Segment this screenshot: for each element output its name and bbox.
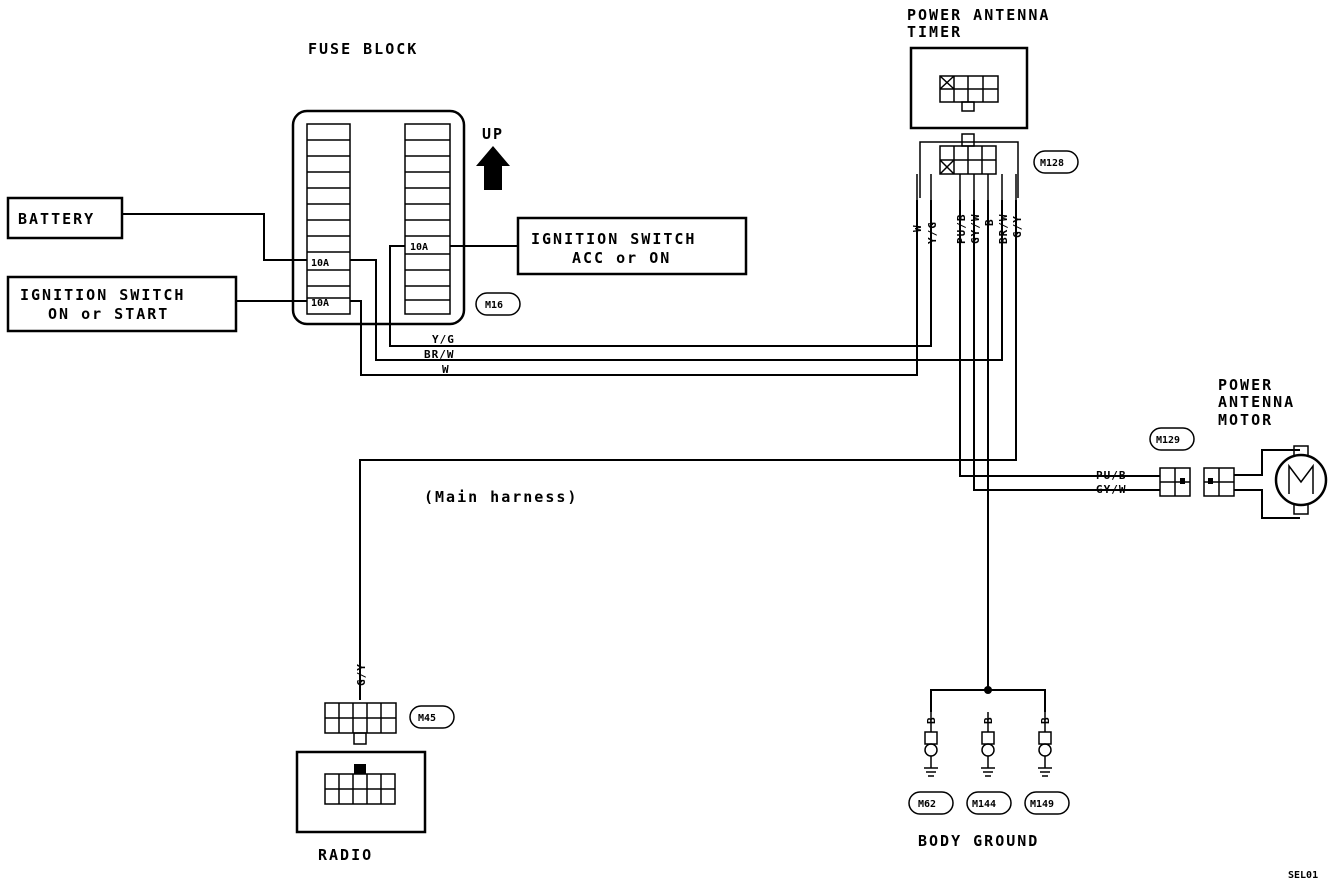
motor-side-connector-icon	[1203, 467, 1235, 497]
motor-wire-label-pu-b: PU/B	[1096, 469, 1127, 482]
ground-wire-label-3: B	[1039, 716, 1052, 724]
battery-label: BATTERY	[18, 210, 95, 228]
fuse-block	[291, 109, 466, 326]
ground-terminal-3	[1038, 712, 1052, 777]
ignition-acc-on-line2: ACC or ON	[572, 249, 671, 267]
ignition-on-start-line2: ON or START	[48, 305, 169, 323]
wire-gy-w	[973, 200, 1160, 491]
fuse-column-right	[404, 123, 451, 315]
ground-bus	[930, 689, 1046, 712]
ground-wire-label-2: B	[982, 716, 995, 724]
m128-connector-icon	[939, 133, 997, 175]
timer-connector-icon	[939, 75, 999, 112]
timer-wire-label-b: B	[983, 218, 996, 226]
connector-m45	[409, 705, 455, 729]
wire-g-y-radio	[359, 200, 1017, 700]
ground-wire-label-1: B	[925, 716, 938, 724]
fuse-left-bottom-rating: 10A	[311, 298, 329, 309]
radio-label: RADIO	[318, 846, 373, 864]
motor-m-symbol	[1288, 463, 1314, 494]
motor-wire-label-gy-w: GY/W	[1096, 483, 1127, 496]
connector-m45-label: M45	[418, 713, 436, 724]
ground-terminal-1	[924, 712, 938, 777]
timer-wire-label-w: W	[911, 224, 924, 232]
reference-code: SEL01	[1288, 870, 1318, 880]
timer-wire-label-gy-w: GY/W	[969, 214, 982, 245]
motor-icon	[1274, 453, 1328, 507]
ignition-on-start-box	[6, 275, 238, 333]
connector-m62	[908, 791, 954, 815]
radio-box	[295, 750, 427, 834]
connector-m144-label: M144	[972, 799, 996, 810]
battery-wire	[122, 213, 307, 261]
wire-w	[350, 200, 918, 376]
fuse-block-title: FUSE BLOCK	[308, 40, 418, 58]
fuse-column-left	[306, 123, 351, 315]
timer-wire-label-y-g: Y/G	[926, 221, 939, 244]
connector-m128-label: M128	[1040, 158, 1064, 169]
connector-m16	[475, 292, 521, 316]
timer-wire-label-g-y: G/Y	[1011, 215, 1024, 238]
m129-connector-icon	[1159, 467, 1191, 497]
timer-title-line2: TIMER	[907, 23, 962, 41]
motor-title-line2: ANTENNA	[1218, 393, 1295, 411]
timer-wire-label-pu-b: PU/B	[955, 214, 968, 245]
up-label: UP	[482, 125, 504, 143]
connector-m149	[1024, 791, 1070, 815]
ignition-on-start-line1: IGNITION SWITCH	[20, 286, 185, 304]
wire-y-g	[389, 200, 932, 347]
wire-label-w: W	[442, 363, 450, 376]
ground-terminal-2	[981, 712, 995, 777]
ignition-acc-on-line1: IGNITION SWITCH	[531, 230, 696, 248]
motor-lead-top	[1234, 449, 1300, 476]
motor-title-line3: MOTOR	[1218, 411, 1273, 429]
connector-m129-label: M129	[1156, 435, 1180, 446]
connector-m149-label: M149	[1030, 799, 1054, 810]
m45-connector-icon	[324, 702, 397, 745]
timer-title-line1: POWER ANTENNA	[907, 6, 1050, 24]
fuse-right-rating: 10A	[410, 242, 428, 253]
motor-lead-bottom	[1234, 489, 1300, 519]
radio-wire-label: G/Y	[355, 663, 368, 686]
main-harness-label: (Main harness)	[424, 488, 578, 506]
wire-label-y-g: Y/G	[432, 333, 455, 346]
battery-box	[6, 196, 124, 240]
connector-m16-label: M16	[485, 300, 503, 311]
radio-connector-icon	[324, 764, 396, 805]
connector-m128	[1033, 150, 1079, 174]
wire-br-w	[350, 200, 1003, 361]
timer-box	[909, 46, 1029, 130]
wire-label-br-w: BR/W	[424, 348, 455, 361]
wire-pu-b	[959, 200, 1160, 477]
timer-wire-label-br-w: BR/W	[997, 214, 1010, 245]
up-arrow-icon	[476, 146, 510, 190]
motor-title-line1: POWER	[1218, 376, 1273, 394]
connector-m129	[1149, 427, 1195, 451]
connector-m62-label: M62	[918, 799, 936, 810]
timer-harness-bracket	[919, 141, 1019, 198]
fuse-left-top-rating: 10A	[311, 258, 329, 269]
body-ground-label: BODY GROUND	[918, 832, 1039, 850]
connector-m144	[966, 791, 1012, 815]
